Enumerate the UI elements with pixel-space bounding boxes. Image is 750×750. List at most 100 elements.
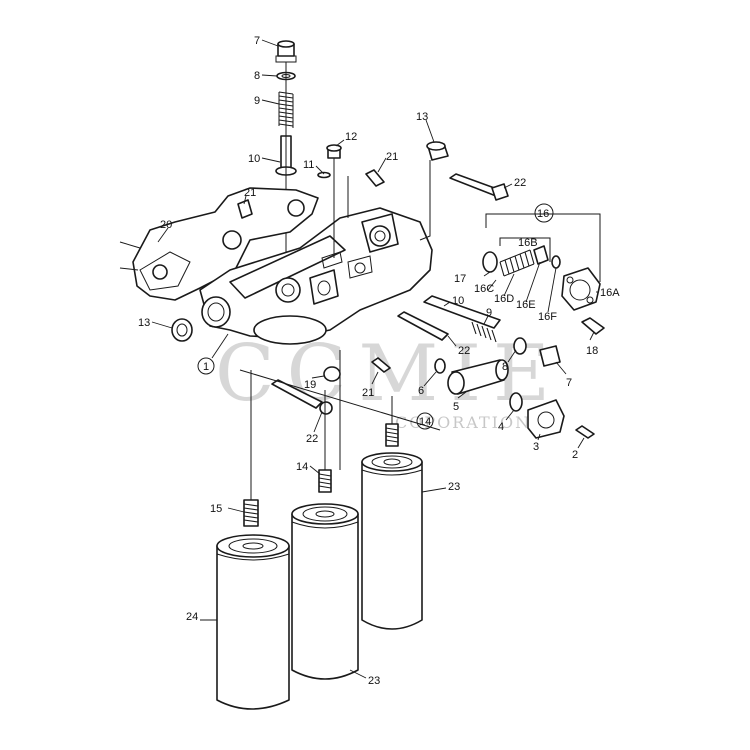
callout-8-mid: 8 bbox=[502, 361, 508, 373]
bracket-hole-left bbox=[152, 264, 168, 280]
top-fasteners bbox=[237, 144, 385, 258]
spring-9-mid bbox=[471, 321, 497, 343]
callout-13-left: 13 bbox=[138, 317, 150, 329]
callout-11: 11 bbox=[303, 159, 314, 171]
callout-10-mid: 10 bbox=[452, 295, 464, 307]
bracket-hole-mid bbox=[222, 230, 242, 250]
washer-11 bbox=[317, 171, 331, 179]
callout-5: 5 bbox=[453, 401, 459, 413]
callout-17: 17 bbox=[454, 273, 466, 285]
manifold-base bbox=[253, 315, 327, 345]
center-port bbox=[275, 277, 301, 303]
filter-head-body bbox=[119, 187, 433, 345]
ball-16F bbox=[551, 255, 561, 269]
callout-21-left: 21 bbox=[244, 187, 256, 199]
filter-24-body bbox=[216, 545, 290, 710]
callout-16F: 16F bbox=[538, 311, 557, 323]
callout-24: 24 bbox=[186, 611, 198, 623]
callout-2: 2 bbox=[572, 449, 578, 461]
filter-23-middle bbox=[291, 503, 359, 680]
circled-callouts bbox=[197, 203, 554, 430]
callout-23-top: 23 bbox=[448, 481, 460, 493]
plug-7-mid bbox=[539, 345, 561, 367]
plug-13-top-group bbox=[419, 141, 449, 241]
callout-circle-16 bbox=[534, 203, 554, 223]
watermark-subtitle: COPORATION bbox=[395, 413, 531, 432]
callout-22-top: 22 bbox=[514, 177, 526, 189]
callout-22-mid: 22 bbox=[458, 345, 470, 357]
middle-fasteners bbox=[397, 295, 595, 439]
callout-23-bot: 23 bbox=[368, 675, 380, 687]
callout-16A: 16A bbox=[600, 287, 620, 299]
callout-4: 4 bbox=[498, 421, 504, 433]
bracket-hole-right bbox=[287, 199, 305, 217]
cover-16A bbox=[561, 267, 601, 311]
callout-19: 19 bbox=[304, 379, 316, 391]
callout-9-top: 9 bbox=[254, 95, 260, 107]
bolt-22-low bbox=[271, 379, 323, 409]
callout-9-mid: 9 bbox=[486, 307, 492, 319]
nipple-15 bbox=[243, 499, 259, 527]
plug-19 bbox=[323, 366, 341, 382]
nipples bbox=[243, 350, 399, 527]
callout-10-top: 10 bbox=[248, 153, 260, 165]
manifold-upper-tube bbox=[229, 235, 346, 299]
leader-lines bbox=[151, 39, 598, 679]
filter-24-left bbox=[216, 534, 290, 710]
callout-12: 12 bbox=[345, 131, 357, 143]
relief-valve-stack bbox=[275, 40, 297, 300]
callout-3: 3 bbox=[533, 441, 539, 453]
callout-circle-14 bbox=[416, 412, 434, 430]
callout-16: 16 bbox=[537, 208, 549, 220]
bolt-2 bbox=[575, 425, 595, 439]
washer-8-mid bbox=[513, 337, 527, 355]
left-lower-parts bbox=[171, 318, 441, 431]
callout-16D: 16D bbox=[494, 293, 514, 305]
nipple-14 bbox=[318, 469, 332, 493]
callout-21-mid: 21 bbox=[362, 387, 374, 399]
plug-13-left bbox=[171, 318, 193, 342]
callout-21-top: 21 bbox=[386, 151, 398, 163]
watermark: CCMIE COPORATION bbox=[215, 329, 550, 432]
outlet-port-left bbox=[201, 296, 231, 328]
square-boss bbox=[309, 269, 339, 305]
filter-23-right-body bbox=[361, 461, 423, 630]
bolt-22-mid bbox=[397, 311, 449, 341]
callout-7-top: 7 bbox=[254, 35, 260, 47]
o-ring-17 bbox=[482, 251, 498, 273]
spring-16D bbox=[499, 249, 535, 277]
nipple-14-right bbox=[385, 423, 399, 447]
plug-7-top bbox=[277, 40, 295, 48]
bolt-22-top bbox=[449, 173, 509, 201]
callout-14-circ: 14 bbox=[419, 416, 431, 428]
seal-6 bbox=[434, 358, 446, 374]
filter-23-right bbox=[361, 452, 423, 630]
callout-14: 14 bbox=[296, 461, 308, 473]
valve-assembly-16 bbox=[482, 213, 605, 335]
callout-16B: 16B bbox=[518, 237, 538, 249]
filter-23-middle-body bbox=[291, 513, 359, 680]
callout-15: 15 bbox=[210, 503, 222, 515]
filter-24-top bbox=[216, 534, 290, 558]
bolt-22-upper bbox=[449, 173, 501, 197]
callout-6: 6 bbox=[418, 385, 424, 397]
callout-labels: 7 8 9 10 12 11 21 13 22 21 20 16 16B 17 … bbox=[138, 35, 620, 687]
screw-21-top bbox=[365, 169, 385, 187]
callout-16E: 16E bbox=[516, 299, 536, 311]
bolt-18 bbox=[581, 317, 605, 335]
screw-21-mid bbox=[371, 357, 391, 373]
callout-circle-1 bbox=[197, 357, 215, 375]
bolt-10-mid bbox=[423, 295, 501, 329]
callout-13-top: 13 bbox=[416, 111, 428, 123]
cover-3 bbox=[527, 399, 565, 439]
callout-16C: 16C bbox=[474, 283, 494, 295]
seat-16E bbox=[533, 245, 549, 265]
callout-8-top: 8 bbox=[254, 70, 260, 82]
gasket-4 bbox=[509, 392, 523, 412]
callout-7-mid: 7 bbox=[566, 377, 572, 389]
filter-23-right-top bbox=[361, 452, 423, 472]
callout-22-low: 22 bbox=[306, 433, 318, 445]
callout-18: 18 bbox=[586, 345, 598, 357]
callout-1: 1 bbox=[203, 361, 209, 373]
